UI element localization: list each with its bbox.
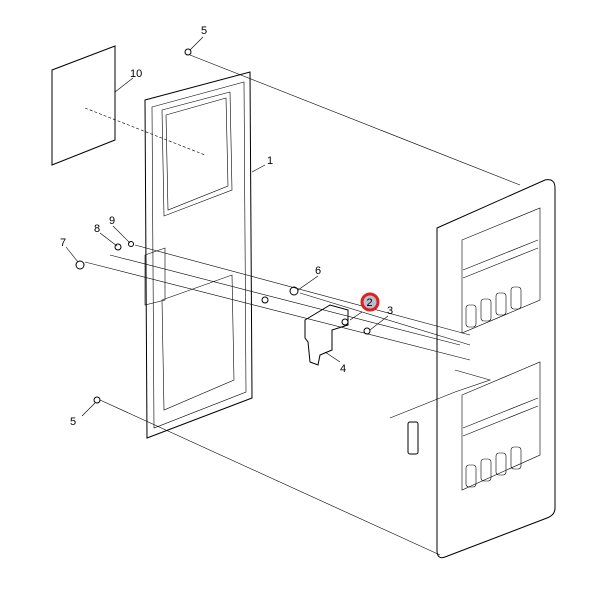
callout-3[interactable]: 3 xyxy=(387,305,393,317)
sheet-part-10 xyxy=(51,45,116,166)
callout-10[interactable]: 10 xyxy=(130,68,142,80)
callout-6[interactable]: 6 xyxy=(315,265,321,277)
callout-1[interactable]: 1 xyxy=(267,155,273,167)
highlight-ring xyxy=(360,292,380,312)
cabinet-front xyxy=(389,179,556,559)
callout-5-bottom[interactable]: 5 xyxy=(70,416,76,428)
vent-slots xyxy=(465,286,522,488)
callout-4[interactable]: 4 xyxy=(340,363,346,375)
callout-8[interactable]: 8 xyxy=(94,223,100,235)
callout-7[interactable]: 7 xyxy=(60,237,66,249)
part-6 xyxy=(289,286,299,296)
svg-text:2: 2 xyxy=(367,297,373,309)
hinge-part-4 xyxy=(261,286,371,366)
door-panel-part-1 xyxy=(144,71,253,439)
leader-lines xyxy=(65,36,389,417)
latch xyxy=(407,421,419,455)
callout-5-top[interactable]: 5 xyxy=(201,25,207,37)
assembly-lines xyxy=(84,244,471,361)
callout-9[interactable]: 9 xyxy=(109,215,115,227)
callout-2-highlighted[interactable]: 2 xyxy=(360,292,380,312)
cabinet-outline xyxy=(99,54,521,556)
